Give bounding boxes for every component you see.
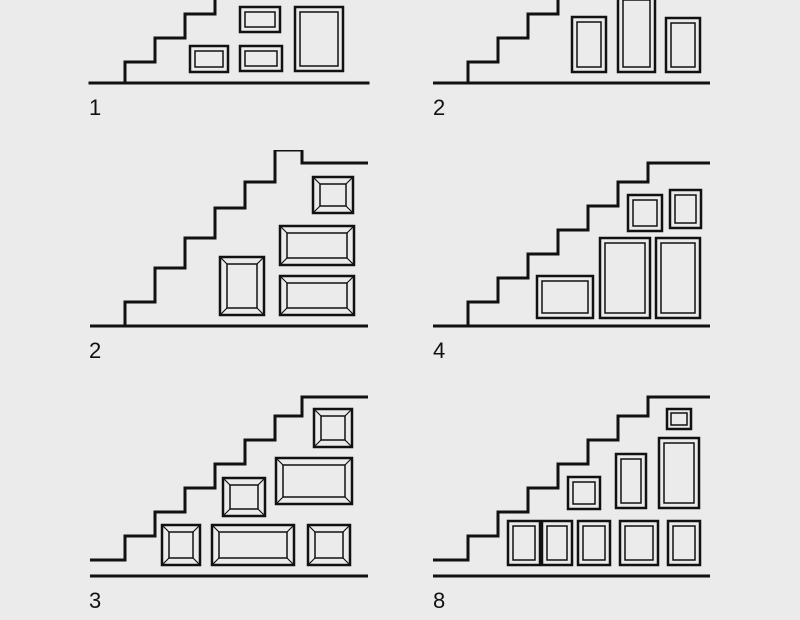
picture-frame [665, 407, 693, 431]
panel-3-number: 2 [89, 338, 102, 363]
picture-frame [188, 44, 230, 74]
panel-3-layout [90, 150, 368, 328]
picture-frame [210, 523, 296, 567]
picture-frame [616, 0, 657, 74]
frames [535, 188, 703, 320]
picture-frame [664, 16, 702, 74]
panel-2-layout [433, 0, 710, 85]
picture-frame [274, 456, 354, 506]
panel-1-number: 1 [89, 95, 102, 120]
panel-1-layout [88, 0, 370, 85]
picture-frame [666, 519, 702, 567]
staircase [123, 150, 368, 326]
frames [160, 407, 354, 567]
panel-5-number: 3 [89, 588, 102, 613]
panel-6-layout [433, 395, 710, 578]
picture-frame [311, 175, 355, 215]
picture-frame [540, 519, 574, 567]
picture-frame [576, 519, 612, 567]
frames [570, 0, 702, 74]
frames [188, 5, 345, 74]
staircase [433, 395, 710, 562]
panel-2-number: 2 [433, 95, 446, 120]
picture-frame [506, 519, 542, 567]
picture-frame [278, 274, 356, 317]
picture-frame [570, 15, 608, 74]
picture-frame [238, 5, 282, 34]
panel-5-layout [90, 395, 368, 578]
picture-frame [238, 44, 284, 73]
picture-frame [312, 407, 354, 449]
picture-frame [160, 523, 202, 567]
panel-4-layout [433, 161, 710, 328]
panel-4-number: 4 [433, 338, 446, 363]
picture-frame [668, 188, 703, 230]
picture-frame [654, 236, 702, 320]
picture-frame [626, 193, 664, 233]
picture-frame [618, 519, 660, 567]
staircase [123, 0, 217, 85]
picture-frame [306, 523, 352, 567]
frames [218, 175, 356, 317]
frames [506, 407, 702, 567]
panel-6-number: 8 [433, 588, 446, 613]
staircase [466, 0, 560, 83]
picture-frame [598, 236, 652, 320]
picture-frame [535, 274, 595, 320]
picture-frame [218, 255, 266, 317]
picture-frame [657, 436, 701, 510]
picture-frame [614, 452, 648, 510]
staircase [90, 395, 368, 562]
picture-frame [566, 475, 602, 511]
picture-frame [278, 224, 356, 267]
staircase [466, 161, 710, 326]
picture-frame [293, 5, 345, 73]
picture-frame [221, 476, 267, 518]
